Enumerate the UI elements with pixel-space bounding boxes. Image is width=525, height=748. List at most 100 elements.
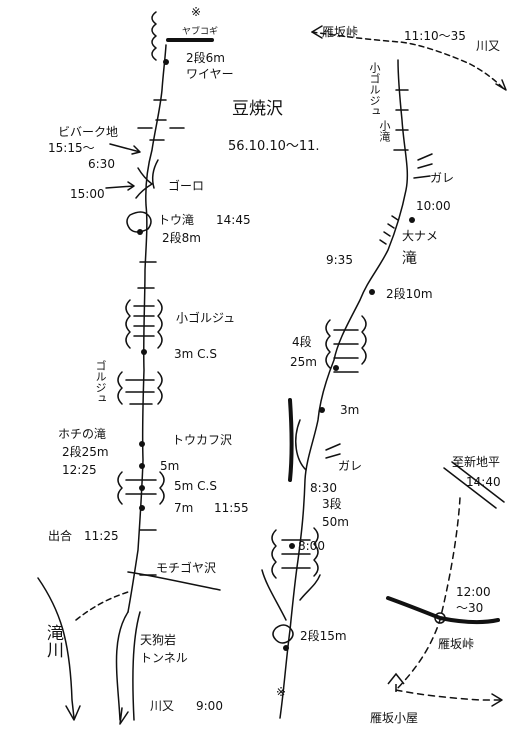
bivouac-time2: 6:30 — [88, 157, 115, 171]
tou-taki-label: トウ滝 — [158, 213, 195, 227]
karisaka-top-label: 雁坂峠 — [322, 25, 359, 39]
t1225-label: 12:25 — [62, 463, 97, 477]
bivouac-arrow — [109, 143, 141, 155]
t1500-label: 15:00 — [70, 187, 105, 201]
t1155-label: 11:55 — [214, 501, 249, 515]
t1125-label: 11:25 — [84, 529, 119, 543]
shinchichira-lines — [443, 461, 505, 509]
fall-2dan6m-label: 2段6m — [186, 51, 225, 65]
tengu-iwa-label: 天狗岩 — [140, 633, 177, 647]
taki-river-label: 滝川 — [43, 624, 63, 658]
pass-marker — [434, 612, 446, 624]
t1440-label: 14:40 — [466, 475, 501, 489]
fall-2dan10m-label: 2段10m — [386, 287, 433, 301]
deai-label: 出合 — [48, 529, 73, 543]
three-dan-label: 3段 — [322, 497, 342, 511]
right-side-branch1 — [294, 419, 307, 471]
mochigoya-label: モチゴヤ沢 — [156, 561, 217, 575]
lower-arrow — [119, 707, 129, 725]
fall-point — [139, 485, 145, 491]
t1110-label: 11:10～35 — [404, 29, 466, 43]
fall-point — [139, 441, 145, 447]
yabu-label: ヤブコギ — [182, 27, 219, 37]
right-side-branch3 — [299, 574, 321, 601]
taki-river — [37, 577, 75, 719]
yabu-shape — [151, 11, 157, 61]
fall-point — [139, 505, 145, 511]
fall-5m-label: 5m — [160, 459, 180, 473]
left-trail — [75, 591, 129, 621]
t900-label: 9:00 — [196, 699, 223, 713]
pass-trail — [395, 497, 461, 691]
t800-label: 8:00 — [298, 539, 325, 553]
oname-hatch — [379, 215, 399, 245]
fall-point — [369, 289, 375, 295]
fall-point — [163, 59, 169, 65]
top-trail-arrow2 — [495, 79, 507, 91]
t1000-label: 10:00 — [416, 199, 451, 213]
taki-river-arrow — [65, 705, 81, 721]
taki-r-label: 滝 — [402, 249, 418, 267]
gare2-label: ガレ — [338, 459, 363, 473]
ko-gorge-right-label: 小ゴルジュ — [368, 62, 381, 117]
fall-point — [141, 349, 147, 355]
small-gorge-right — [393, 89, 409, 151]
bottom-mark: ※ — [276, 685, 287, 699]
hut-symbol — [387, 672, 405, 692]
map-title: 豆焼沢 — [232, 99, 283, 119]
fall-7m-label: 7m — [174, 501, 194, 515]
bivouac-label: ビバーク地 — [58, 125, 119, 139]
ko-gorge-label: 小ゴルジュ — [176, 311, 236, 325]
oname-label: 大ナメ — [402, 229, 439, 243]
fall-2dan8m-label: 2段8m — [162, 231, 201, 245]
hochi-taki-label: ホチの滝 — [58, 427, 107, 441]
fall-2dan25m-label: 2段25m — [62, 445, 109, 459]
hut-arrow — [491, 693, 503, 707]
trip-date: 56.10.10～11. — [228, 139, 320, 154]
fall-3mcs-label: 3m C.S — [174, 347, 217, 361]
wire-label: ワイヤー — [186, 67, 234, 81]
gare1-label: ガレ — [430, 171, 455, 185]
gare2-lines — [325, 443, 341, 459]
t1500-arrow — [105, 181, 135, 191]
top-trail — [311, 31, 506, 91]
four-dan-label: 4段 — [292, 335, 312, 349]
t935-label: 9:35 — [326, 253, 353, 267]
right-thick-route — [288, 398, 294, 482]
t1230-label: ～30 — [456, 601, 484, 615]
fall-point — [283, 645, 289, 651]
tou-taki-shape — [126, 211, 152, 233]
kawamata-top-label: 川又 — [476, 39, 501, 53]
fall-point — [333, 365, 339, 371]
fall-25m-label: 25m — [290, 355, 317, 369]
karisaka-pass-label: 雁坂峠 — [438, 637, 475, 651]
gorge-shape — [117, 371, 163, 405]
karisaka-hut-label: 雁坂小屋 — [370, 711, 419, 725]
four-dan-gorge — [325, 315, 367, 373]
goro-label: ゴーロ — [168, 179, 205, 193]
tou-time-label: 14:45 — [216, 213, 251, 227]
gare1-lines — [413, 153, 433, 179]
fall-50m-label: 50m — [322, 515, 349, 529]
fall-point — [409, 217, 415, 223]
ko-taki-label: 小滝 — [378, 120, 391, 142]
fall-5mcs-label: 5m C.S — [174, 479, 217, 493]
tunnel-label: トンネル — [140, 651, 188, 665]
fall-3m-r-label: 3m — [340, 403, 360, 417]
kawamata-label: 川又 — [150, 699, 175, 713]
fall-point — [137, 229, 143, 235]
right-stream — [279, 59, 409, 719]
lower-valley — [115, 611, 141, 721]
right-bottom-fall — [272, 624, 294, 644]
fall-2dan15m-label: 2段15m — [300, 629, 347, 643]
three-dan-gorge — [271, 527, 319, 579]
ko-gorge-shape — [125, 299, 163, 349]
t830-label: 8:30 — [310, 481, 337, 495]
shinchichira-label: 至新地平 — [452, 455, 501, 469]
top-mark: ※ — [191, 5, 202, 19]
t1200-label: 12:00 — [456, 585, 491, 599]
hut-trail — [395, 689, 501, 701]
fall-point — [289, 543, 295, 549]
toukafu-label: トウカフ沢 — [172, 433, 233, 447]
